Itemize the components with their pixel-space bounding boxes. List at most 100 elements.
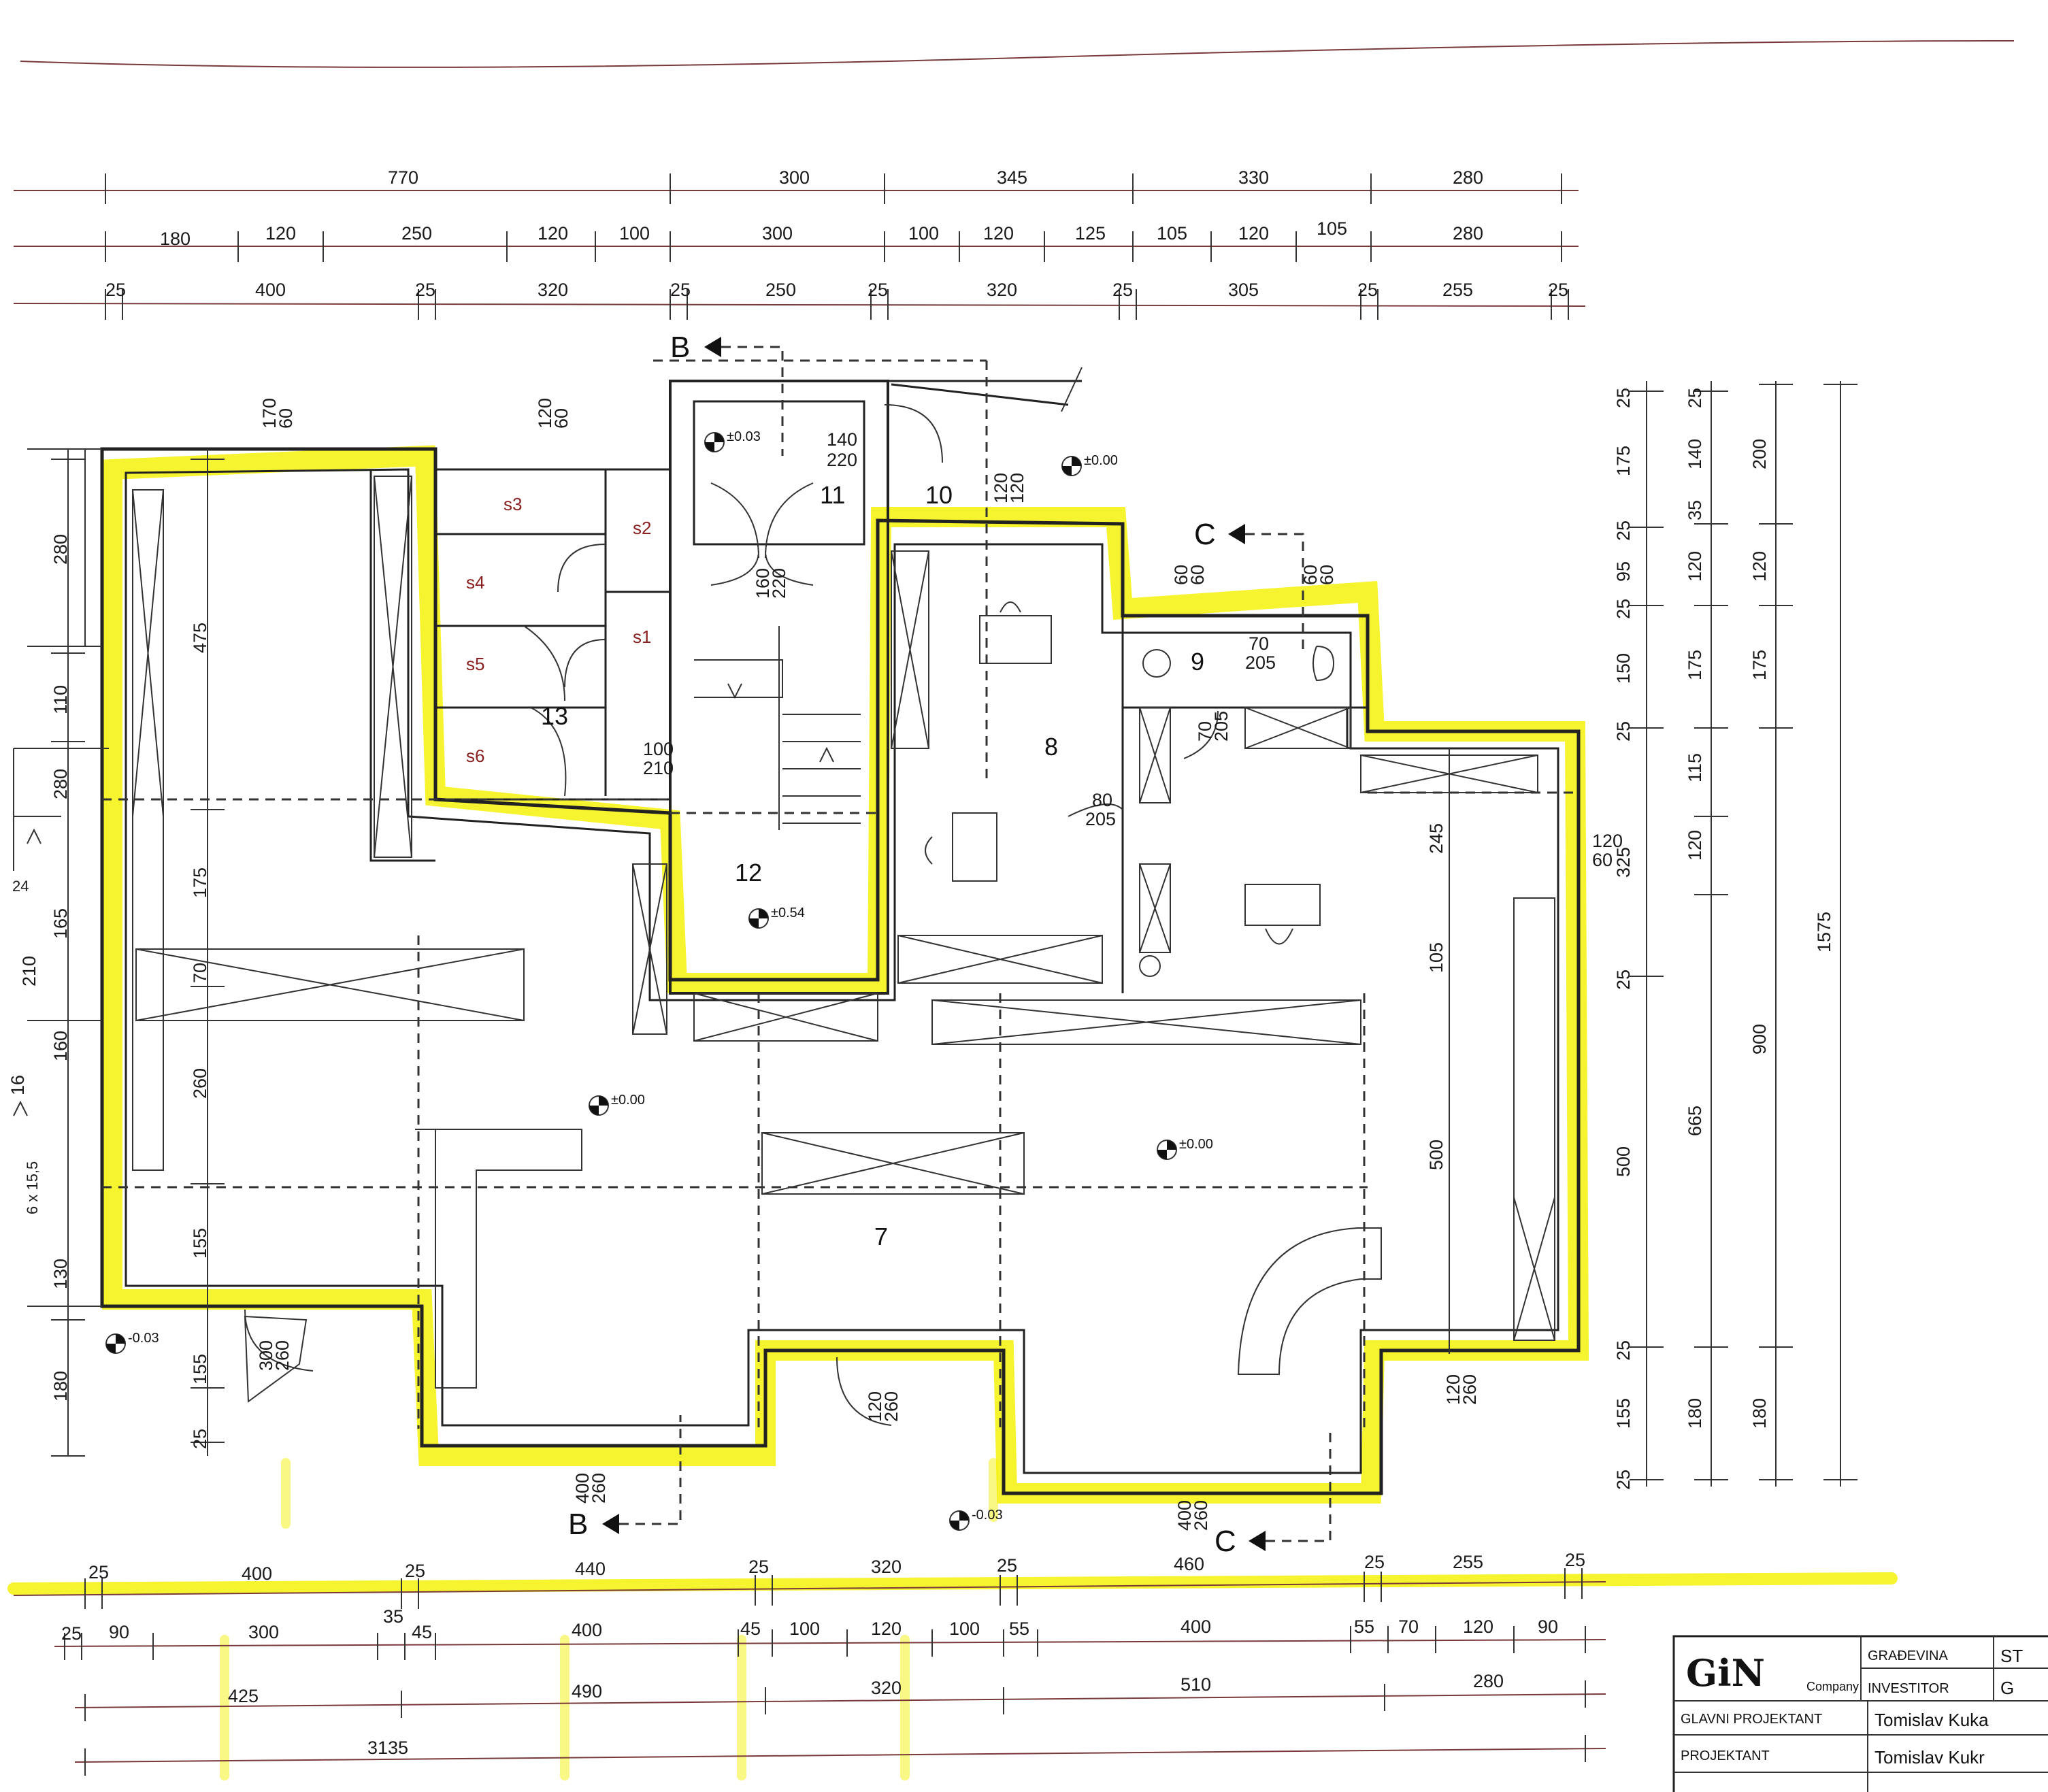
dim-bot3-2: 320 (871, 1678, 902, 1698)
dim-bot2-3: 35 (383, 1606, 403, 1627)
room-labels: 7 8 9 10 11 12 13 s1 s2 s3 s4 s5 s6 (466, 481, 1204, 1250)
dim-farleft-5: 6 x 15,5 (24, 1161, 41, 1214)
dim-bot3-0: 425 (228, 1686, 259, 1706)
dim-top3-7: 320 (987, 280, 1017, 300)
dim-bot3-1: 490 (572, 1681, 602, 1702)
level-4: ±0.00 (611, 1093, 645, 1108)
opening-d10-h: 120 (1007, 473, 1027, 503)
opening-d9-w: 70 (1249, 633, 1269, 654)
dim-top2-8: 125 (1075, 223, 1106, 244)
dim-top2-6: 100 (908, 223, 939, 244)
dim-bot2-7: 100 (789, 1619, 820, 1639)
dim-left-8: 155 (190, 1354, 210, 1384)
dim-bot1-0: 25 (88, 1562, 109, 1582)
dim-top1-0: 770 (388, 167, 418, 188)
glavni-projektant-value: Tomislav Kuka (1874, 1710, 1989, 1730)
dim-bot2-2: 300 (248, 1622, 279, 1642)
dim-inner-1: 245 (1426, 823, 1447, 854)
dim-r3-3: 900 (1749, 1024, 1770, 1055)
dim-r1-1: 175 (1613, 446, 1634, 476)
dim-top3-10: 25 (1357, 280, 1378, 300)
top-dimension-chains: 770 300 345 330 280 180 120 250 120 100 … (13, 167, 1586, 320)
dim-top3-6: 25 (868, 280, 888, 300)
dim-r1-11: 155 (1613, 1398, 1634, 1429)
opening-dent-w: 120 (865, 1391, 885, 1422)
projektant-label: PROJEKTANT (1681, 1748, 1770, 1763)
company-logo: GiN (1686, 1651, 1765, 1695)
dim-top2-3: 120 (538, 223, 568, 244)
dim-bot2-14: 120 (1463, 1616, 1493, 1637)
dim-r1-0: 25 (1613, 388, 1634, 408)
gradevina-value: ST (2000, 1646, 2023, 1666)
dim-r1-9: 500 (1613, 1146, 1634, 1177)
dim-r1-8: 25 (1613, 969, 1634, 990)
dim-top3-1: 400 (255, 280, 286, 300)
dim-top3-12: 25 (1548, 280, 1568, 300)
storage-s2: s2 (633, 518, 651, 538)
projektant-value: Tomislav Kukr (1874, 1747, 1985, 1768)
dim-left-7: 130 (50, 1259, 71, 1289)
dim-left-3: 175 (190, 867, 210, 898)
dim-bot2-0: 25 (61, 1623, 82, 1644)
title-block: GiN Company GRAĐEVINA ST INVESTITOR G GL… (1672, 1635, 2048, 1792)
dim-top1-2: 345 (997, 167, 1027, 188)
dim-inner-0: 500 (1426, 1140, 1447, 1170)
dim-top2-1: 120 (265, 223, 296, 244)
dim-r1-5: 150 (1613, 653, 1634, 684)
opening-wb2-h: 260 (1191, 1500, 1211, 1531)
room-9: 9 (1191, 648, 1204, 676)
room-12: 12 (735, 859, 762, 886)
dim-inner-2: 105 (1426, 942, 1447, 973)
opening-w9a-h: 60 (1187, 565, 1208, 585)
dim-bot2-6: 45 (740, 1619, 761, 1639)
dim-farleft-0: 180 (50, 1371, 71, 1401)
dim-r3-0: 200 (1749, 439, 1770, 469)
opening-w9a-w: 60 (1171, 565, 1191, 585)
storage-s4: s4 (466, 572, 484, 593)
opening-wb2-w: 400 (1174, 1500, 1195, 1531)
bottom-dimension-chains: 25 400 25 440 25 320 25 460 25 255 25 25… (13, 1550, 1606, 1776)
dim-bot3-3: 510 (1180, 1674, 1211, 1695)
level-marker-5: ±0.00 (1157, 1137, 1213, 1160)
level-marker-7: -0.03 (949, 1508, 1003, 1531)
dim-top3-2: 25 (415, 280, 435, 300)
dim-r2-7: 665 (1685, 1106, 1705, 1136)
dim-top2-7: 120 (983, 223, 1014, 244)
dim-left-1: 475 (190, 623, 210, 653)
dim-top1-4: 280 (1453, 167, 1483, 188)
level-6: -0.03 (128, 1331, 159, 1346)
level-2: ±0.00 (1084, 453, 1118, 468)
dim-r1-3: 95 (1613, 561, 1634, 582)
dim-r3-2: 175 (1749, 650, 1770, 680)
opening-dint-h: 220 (769, 568, 789, 599)
dim-left-9: 25 (190, 1429, 210, 1449)
dim-bot1-10: 25 (1565, 1550, 1585, 1570)
level-1: ±0.03 (727, 429, 761, 444)
dim-top1-1: 300 (779, 167, 810, 188)
level-marker-6: -0.03 (105, 1331, 159, 1354)
opening-wb1-w: 400 (572, 1473, 593, 1504)
opening-d10-w: 120 (991, 473, 1011, 503)
section-c-top: C (1194, 518, 1216, 551)
highlight-marks (7, 445, 1898, 1780)
dim-bot2-12: 55 (1354, 1616, 1374, 1637)
storage-s1: s1 (633, 627, 651, 647)
dim-r1-10: 25 (1613, 1340, 1634, 1361)
dim-left-4: 70 (190, 963, 210, 983)
level-marker-3: ±0.54 (748, 906, 805, 929)
opening-d8-w: 80 (1092, 790, 1112, 810)
dim-top1-3: 330 (1238, 167, 1269, 188)
dim-r2-5: 115 (1685, 753, 1705, 782)
investitor-label: INVESTITOR (1868, 1681, 1949, 1696)
dim-farleft-4: 16 (7, 1075, 28, 1095)
dim-top3-8: 25 (1112, 280, 1133, 300)
investitor-value: G (2000, 1678, 2014, 1698)
opening-d11-h: 220 (827, 450, 857, 470)
opening-d8-h: 205 (1085, 809, 1116, 829)
walls (27, 367, 1581, 1495)
opening-d13-w: 100 (643, 739, 674, 759)
dim-bot2-15: 90 (1538, 1616, 1558, 1637)
dim-left-0: 280 (50, 534, 71, 565)
dim-top2-11: 105 (1317, 218, 1347, 239)
